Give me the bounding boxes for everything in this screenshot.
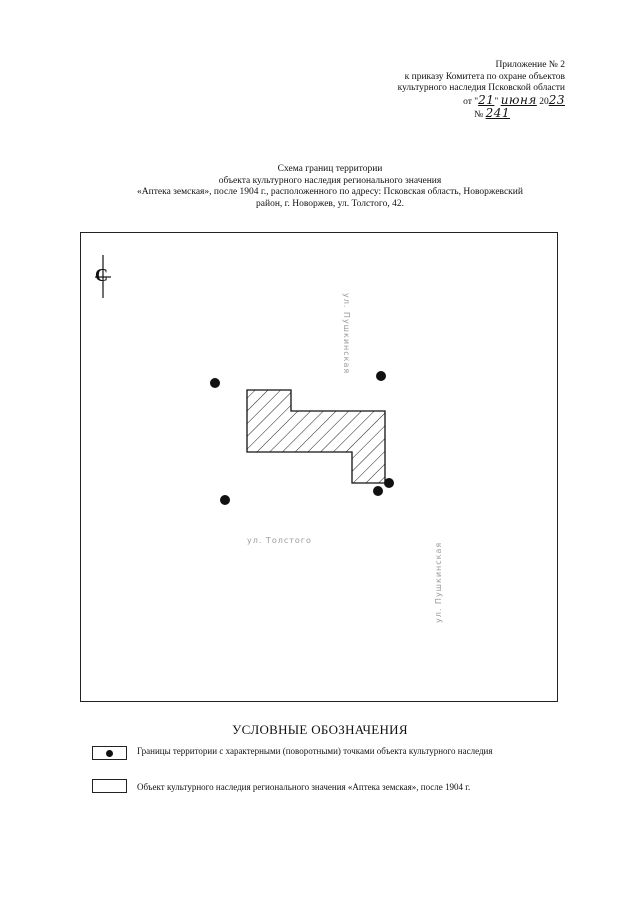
- legend-item-object: Объект культурного наследия региональног…: [137, 782, 471, 792]
- number-prefix: №: [474, 110, 486, 120]
- title-line-1: Схема границ территории: [277, 164, 383, 174]
- date-year: 23: [548, 92, 565, 107]
- title-line-4: район, г. Новоржев, ул. Толстого, 42.: [256, 198, 404, 209]
- date-year-prefix: 20: [536, 96, 549, 107]
- north-letter: С: [95, 265, 108, 285]
- street-label-bottom: ул. Толстого: [247, 536, 312, 545]
- legend-title: УСЛОВНЫЕ ОБОЗНАЧЕНИЯ: [232, 722, 408, 737]
- heritage-object-outline: [246, 389, 386, 484]
- date-month: июня: [500, 92, 537, 107]
- annex-number: № 241: [305, 106, 510, 122]
- legend-boundary-symbol: [92, 746, 127, 760]
- title-line-2: объекта культурного наследия регионально…: [218, 175, 442, 186]
- street-label-right-bottom: ул. Пушкинская: [434, 541, 443, 623]
- map-frame: С ул. Пушкинская ул. Толстого ул. Пушкин…: [80, 232, 558, 702]
- date-day: 21: [478, 92, 495, 107]
- annex-date: от "21" июня 2023: [305, 92, 565, 109]
- map-drawing: [95, 255, 394, 505]
- date-prefix: от ": [463, 96, 479, 107]
- legend-point-icon: [106, 750, 113, 757]
- order-number: 241: [485, 106, 510, 120]
- north-arrow-icon: [95, 255, 111, 298]
- boundary-point: [220, 495, 230, 505]
- date-mid: ": [494, 96, 501, 107]
- boundary-point: [210, 378, 220, 388]
- scheme-title: Схема границ территории объекта культурн…: [95, 164, 565, 210]
- boundary-point: [373, 486, 383, 496]
- annex-line-2: к приказу Комитета по охране объектов: [404, 71, 565, 82]
- legend-item-boundary: Границы территории с характерными (повор…: [137, 746, 493, 756]
- annex-line-3: культурного наследия Псковской области: [397, 83, 565, 93]
- title-line-3: «Аптека земская», после 1904 г., располо…: [137, 187, 523, 197]
- legend-object-symbol: [92, 779, 127, 793]
- street-label-right-top: ул. Пушкинская: [342, 293, 351, 375]
- annex-header: Приложение № 2 к приказу Комитета по охр…: [305, 60, 565, 122]
- boundary-point: [376, 371, 386, 381]
- annex-line-1: Приложение № 2: [495, 60, 565, 70]
- boundary-point: [384, 478, 394, 488]
